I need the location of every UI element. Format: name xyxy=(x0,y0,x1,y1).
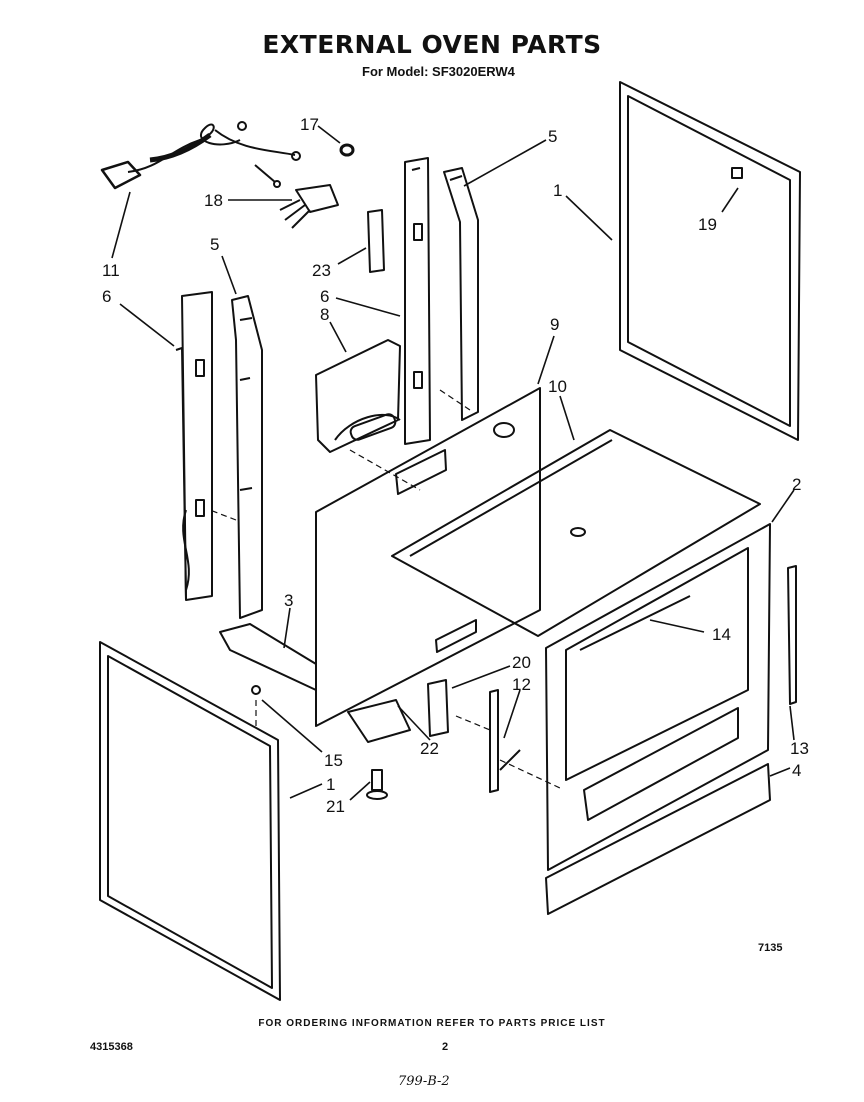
screw-part xyxy=(251,685,261,695)
side-trim-part xyxy=(787,565,797,705)
front-frame-part xyxy=(545,523,771,871)
callout-label: 1 xyxy=(553,181,562,200)
left-bracket-part xyxy=(231,295,263,619)
back-panel-part xyxy=(315,387,541,727)
left-side-panel-part xyxy=(99,641,281,1001)
left-side-rail-part xyxy=(175,291,213,601)
callout-label: 19 xyxy=(698,215,717,234)
vent-cover-part xyxy=(315,339,401,453)
inner-strip-part xyxy=(579,595,691,651)
power-cord-part xyxy=(100,121,301,190)
callout-label: 17 xyxy=(300,115,319,134)
callout-label: 6 xyxy=(320,287,329,306)
leveling-leg-part xyxy=(366,769,388,800)
wire-harness-part xyxy=(279,184,339,229)
callout-label: 21 xyxy=(326,797,345,816)
callout-label: 3 xyxy=(284,591,293,610)
page-title: EXTERNAL OVEN PARTS xyxy=(262,30,602,59)
callout-label: 18 xyxy=(204,191,223,210)
callout-label: 11 xyxy=(102,261,120,280)
callout-label: 10 xyxy=(548,377,567,396)
hinge-part xyxy=(489,689,521,793)
document-number: 4315368 xyxy=(90,1041,133,1053)
ordering-note: FOR ORDERING INFORMATION REFER TO PARTS … xyxy=(258,1018,606,1029)
callout-label: 9 xyxy=(550,315,559,334)
callout-label: 20 xyxy=(512,653,531,672)
callout-label: 23 xyxy=(312,261,331,280)
callout-label: 5 xyxy=(210,235,219,254)
callout-label: 4 xyxy=(792,761,801,780)
callout-label: 22 xyxy=(420,739,439,758)
front-brace-part xyxy=(219,623,317,691)
callout-label: 15 xyxy=(324,751,343,770)
callout-label: 8 xyxy=(320,305,329,324)
handwritten-code: 799-B-2 xyxy=(398,1074,450,1089)
right-bracket-part xyxy=(443,167,479,421)
callout-label: 6 xyxy=(102,287,111,306)
callout-label: 14 xyxy=(712,625,731,644)
callout-label: 1 xyxy=(326,775,335,794)
center-rail-part xyxy=(404,157,431,445)
callout-label: 13 xyxy=(790,739,809,758)
plug-button-part xyxy=(339,143,355,157)
top-panel-part xyxy=(391,429,761,637)
callout-labels: 17 5 1 18 19 23 11 6 5 6 8 9 10 2 3 14 2… xyxy=(102,115,809,816)
callout-label: 5 xyxy=(548,127,557,146)
callout-label: 2 xyxy=(792,475,801,494)
right-side-panel-part xyxy=(619,81,801,441)
model-subtitle: For Model: SF3020ERW4 xyxy=(362,64,515,79)
small-strip-part xyxy=(367,209,385,273)
callout-label: 12 xyxy=(512,675,531,694)
kick-plate-part xyxy=(545,763,771,915)
page-number: 2 xyxy=(442,1041,449,1053)
figure-code: 7135 xyxy=(758,942,783,954)
mount-bracket-part xyxy=(427,679,449,737)
leg-bracket-part xyxy=(347,699,411,743)
